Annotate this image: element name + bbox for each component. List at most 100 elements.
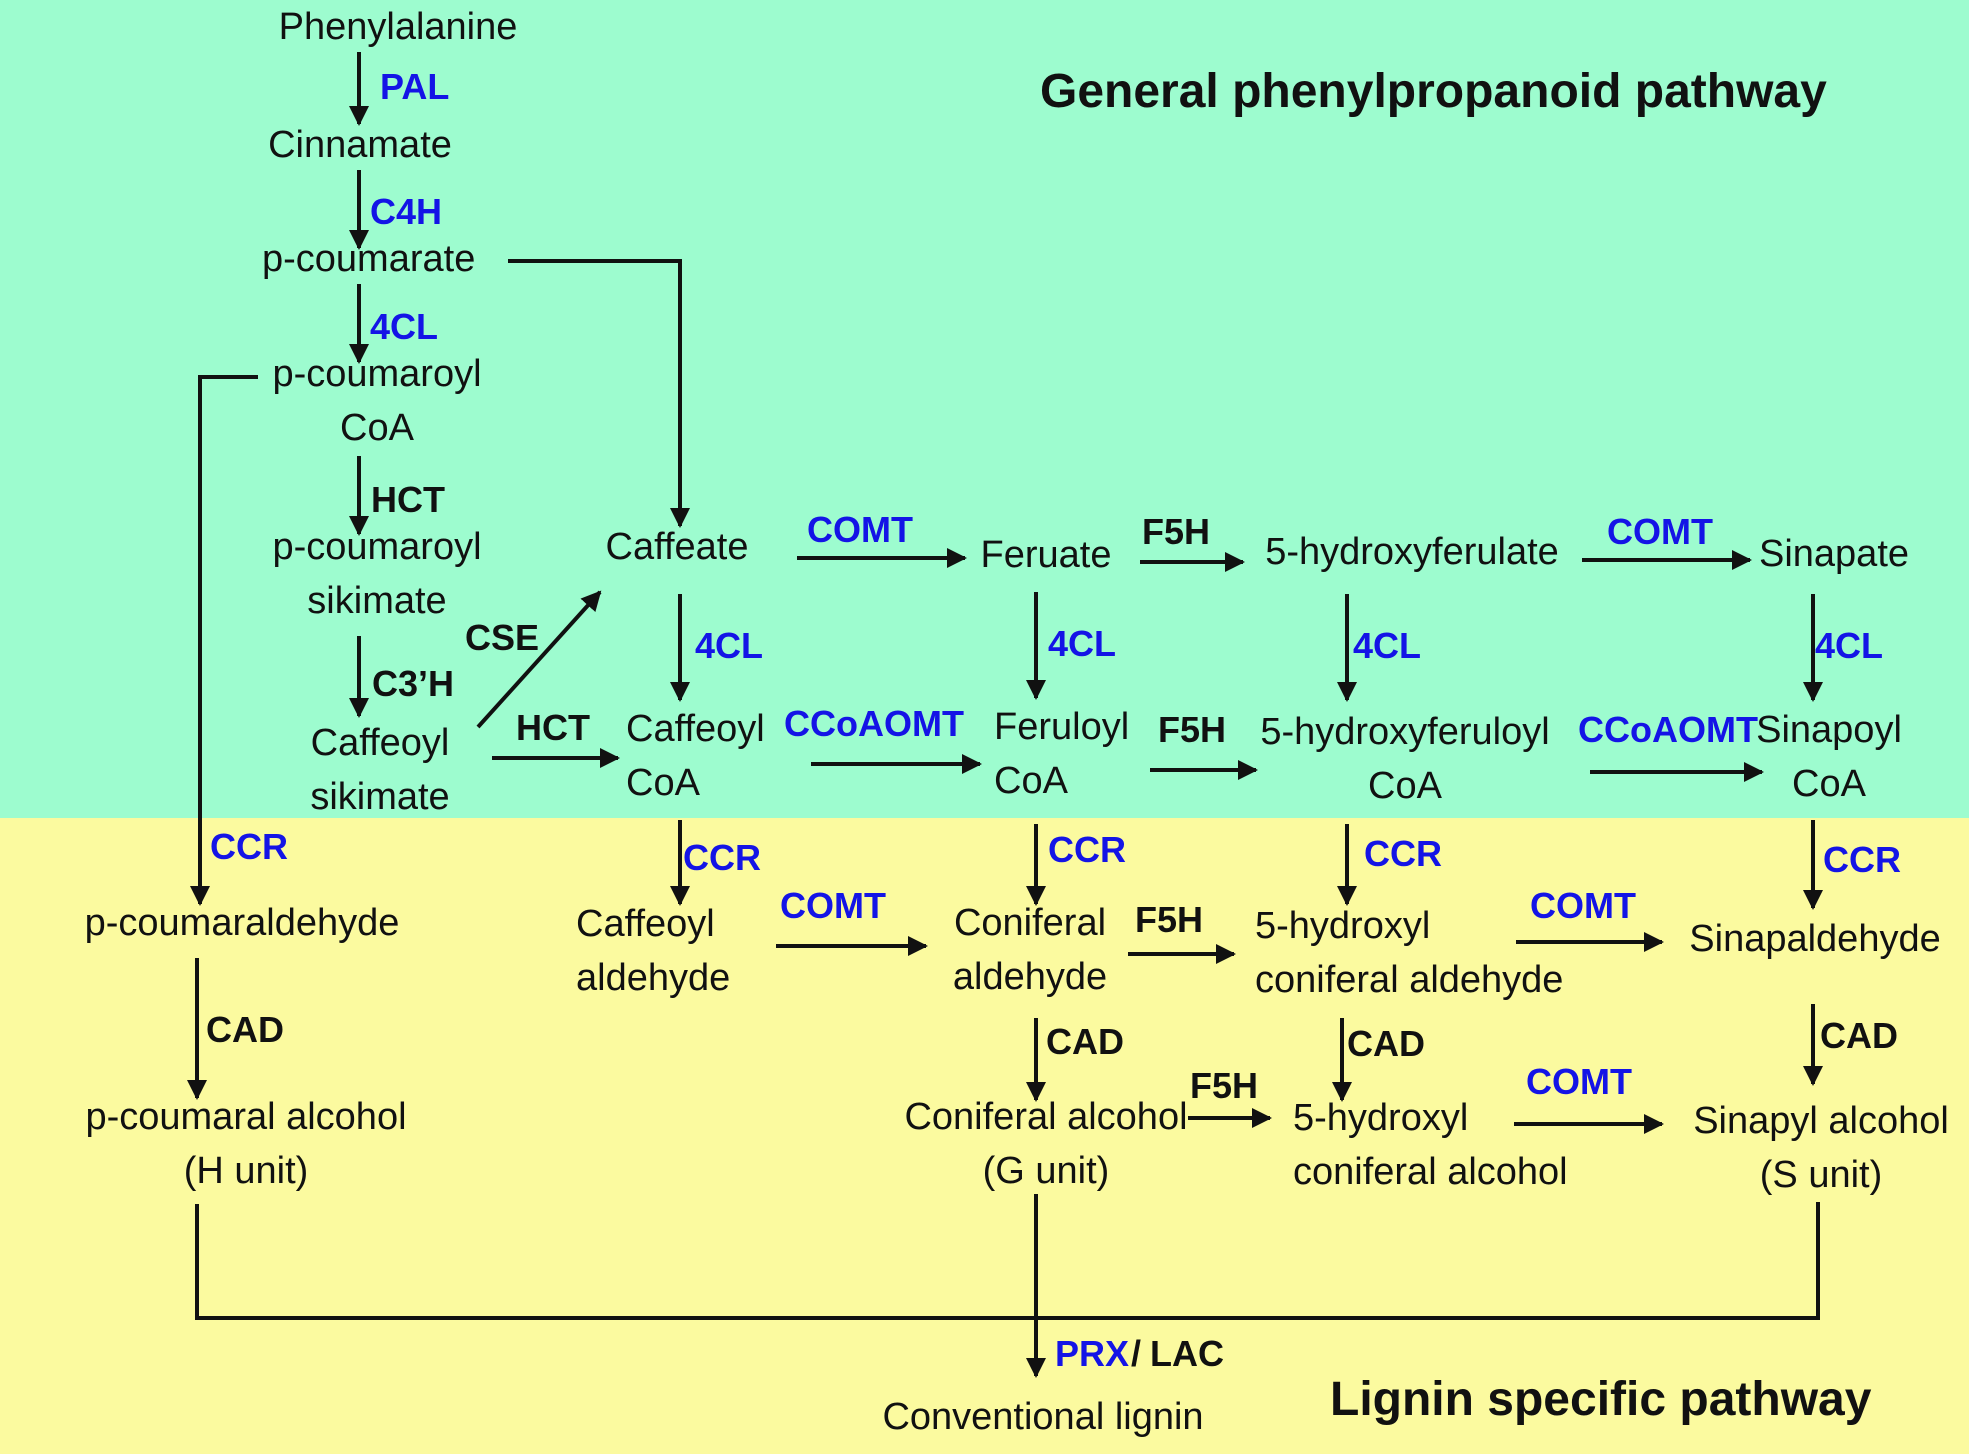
compound-line: p-coumaraldehyde <box>84 902 400 944</box>
compound-line: p-coumarate <box>262 238 476 280</box>
compound-line: coniferal alcohol <box>1293 1151 1568 1193</box>
line-s-unit-to-junction <box>1036 1202 1820 1320</box>
compound-hydroxyferulate: 5-hydroxyferulate <box>1265 525 1559 579</box>
compound-cinnamate: Cinnamate <box>268 118 452 172</box>
enzyme-fourcl-pcoumarate: 4CL <box>370 306 439 347</box>
enzyme-fourcl-feruate: 4CL <box>1048 623 1117 664</box>
compound-line: sikimate <box>307 580 447 622</box>
compound-p-coumaraldehyde: p-coumaraldehyde <box>85 896 400 950</box>
enzyme-prx: PRX <box>1055 1333 1130 1374</box>
enzyme-comt-caffeoyl-aldehyde: COMT <box>780 885 886 926</box>
enzyme-lac: LAC <box>1150 1333 1224 1374</box>
general-pathway-title: General phenylpropanoid pathway <box>1040 65 1827 118</box>
arrow-p-coumarate-to-caffeate <box>508 259 690 528</box>
enzyme-ccr-hydroxyferuloyl: CCR <box>1364 833 1442 874</box>
enzyme-cad-coniferal: CAD <box>1046 1021 1124 1062</box>
compound-line: aldehyde <box>952 956 1108 998</box>
compound-caffeoyl-aldehyde: Caffeoyl aldehyde <box>576 897 730 1005</box>
enzyme-slash: / <box>1131 1333 1142 1374</box>
enzyme-comt-hydroxyl-aldehyde: COMT <box>1530 885 1636 926</box>
lignin-pathway-region <box>0 818 1969 1454</box>
compound-caffeate: Caffeate <box>606 520 749 574</box>
compound-hydroxyl-coniferal-alcohol: 5-hydroxyl coniferal alcohol <box>1293 1091 1568 1199</box>
compound-line: p-coumaroyl <box>272 526 482 568</box>
compound-feruate: Feruate <box>981 528 1112 582</box>
compound-line: coniferal aldehyde <box>1255 959 1564 1001</box>
compound-line: Caffeate <box>605 526 749 568</box>
enzyme-ccr-caffeoyl: CCR <box>683 837 761 878</box>
enzyme-comt-hydroxyl-alcohol: COMT <box>1526 1061 1632 1102</box>
enzyme-f5h-coniferal-aldehyde: F5H <box>1135 899 1204 940</box>
enzyme-pal: PAL <box>380 66 450 107</box>
compound-line: Cinnamate <box>268 124 452 166</box>
enzyme-cad-sinapaldehyde: CAD <box>1820 1015 1898 1056</box>
compound-p-coumaroyl-sikimate: p-coumaroyl sikimate <box>272 520 481 628</box>
compound-line: Feruloyl <box>994 706 1130 748</box>
enzyme-f5h-feruloyl: F5H <box>1158 709 1227 750</box>
enzyme-f5h-feruate: F5H <box>1142 511 1211 552</box>
compound-line: p-coumaroyl <box>272 353 482 395</box>
enzyme-c3h: C3’H <box>372 663 455 704</box>
compound-line: Coniferal alcohol <box>904 1096 1188 1138</box>
enzyme-hct-2: HCT <box>516 707 590 748</box>
compound-line: Sinapate <box>1758 533 1910 575</box>
compound-line: p-coumaral alcohol <box>85 1096 407 1138</box>
compound-line: Sinapyl alcohol <box>1693 1100 1949 1142</box>
enzyme-cad-p-coumaraldehyde: CAD <box>206 1009 284 1050</box>
compound-line: 5-hydroxyferulate <box>1265 531 1559 573</box>
compound-line: CoA <box>626 762 700 804</box>
compound-line: Caffeoyl <box>310 722 450 764</box>
general-pathway-region <box>0 0 1969 818</box>
compound-line: Conventional lignin <box>882 1396 1204 1438</box>
arrow-caffeoyl-sikimate-to-caffeate <box>476 590 602 729</box>
enzyme-comt-caffeate: COMT <box>807 509 913 550</box>
enzyme-ccoaomt-2: CCoAOMT <box>1578 709 1758 750</box>
compound-coniferal-aldehyde: Coniferal aldehyde <box>953 896 1107 1004</box>
compound-line: Caffeoyl <box>576 903 715 945</box>
compound-p-coumaral-alcohol: p-coumaral alcohol (H unit) <box>85 1090 406 1198</box>
compound-line: aldehyde <box>576 957 731 999</box>
compound-line: Feruate <box>980 534 1112 576</box>
compound-line: Caffeoyl <box>626 708 765 750</box>
compound-line: (S unit) <box>1759 1154 1883 1196</box>
line-h-unit-to-junction <box>195 1204 1036 1320</box>
compound-line: Sinapoyl <box>1756 709 1902 751</box>
enzyme-cse: CSE <box>465 617 540 658</box>
compound-line: (H unit) <box>183 1150 309 1192</box>
compound-line: Phenylalanine <box>278 6 518 48</box>
enzyme-fourcl-hydroxyferulate: 4CL <box>1353 625 1422 666</box>
compound-line: Coniferal <box>953 902 1107 944</box>
enzyme-ccoaomt-1: CCoAOMT <box>784 703 964 744</box>
compound-p-coumarate: p-coumarate <box>262 232 475 286</box>
enzyme-cad-hydroxyl: CAD <box>1347 1023 1425 1064</box>
compound-line: 5-hydroxyl <box>1293 1097 1469 1139</box>
compound-sinapate: Sinapate <box>1759 527 1909 581</box>
enzyme-f5h-coniferal-alcohol: F5H <box>1190 1065 1259 1106</box>
enzyme-ccr-pcoumaroyl: CCR <box>210 826 288 867</box>
compound-sinapaldehyde: Sinapaldehyde <box>1689 912 1940 966</box>
lignin-pathway-title: Lignin specific pathway <box>1330 1373 1872 1426</box>
compound-line: CoA <box>994 760 1068 802</box>
compound-phenylalanine: Phenylalanine <box>279 0 518 54</box>
enzyme-fourcl-sinapate: 4CL <box>1815 625 1884 666</box>
enzyme-fourcl-caffeate: 4CL <box>695 625 764 666</box>
compound-line: 5-hydroxyferuloyl <box>1260 711 1550 753</box>
enzyme-hct-1: HCT <box>371 479 445 520</box>
enzyme-c4h: C4H <box>370 191 443 232</box>
enzyme-ccr-feruloyl: CCR <box>1048 829 1126 870</box>
compound-hydroxyl-coniferal-aldehyde: 5-hydroxyl coniferal aldehyde <box>1255 899 1563 1007</box>
compound-coniferal-alcohol: Coniferal alcohol(G unit) <box>904 1090 1187 1198</box>
arrow-p-coumaroyl-coa-to-p-coumaraldehyde <box>190 375 258 906</box>
compound-line: Sinapaldehyde <box>1689 918 1941 960</box>
compound-sinapyl-alcohol: Sinapyl alcohol (S unit) <box>1693 1094 1949 1202</box>
enzyme-comt-hydroxyferulate: COMT <box>1607 511 1713 552</box>
compound-line: 5-hydroxyl <box>1255 905 1431 947</box>
enzyme-ccr-sinapoyl: CCR <box>1823 839 1901 880</box>
